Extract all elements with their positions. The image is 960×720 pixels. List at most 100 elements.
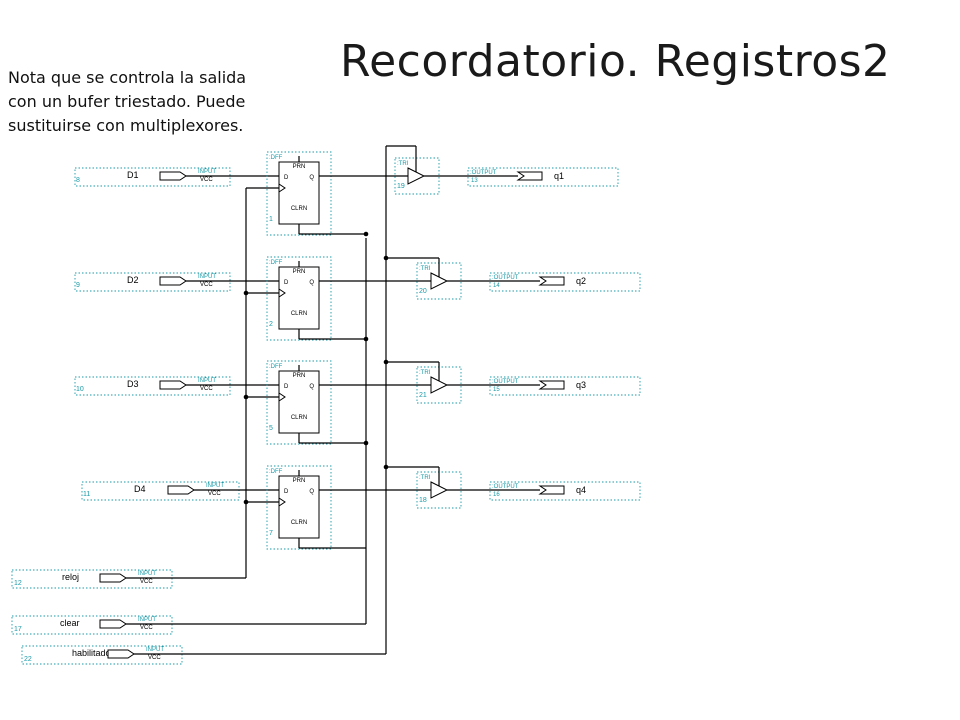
input-type-label: INPUT bbox=[206, 483, 224, 489]
input-pin-symbol bbox=[159, 276, 187, 286]
control-pin-symbol bbox=[99, 619, 127, 629]
dff-q-label: Q bbox=[309, 175, 314, 181]
dff-type-label: :DFF bbox=[269, 469, 283, 475]
tri-outline bbox=[394, 157, 440, 195]
input-pin-box bbox=[81, 481, 240, 501]
dff-instance-id: 2 bbox=[269, 321, 273, 328]
output-name-label: q4 bbox=[576, 485, 586, 495]
dff-instance-id: 1 bbox=[269, 216, 273, 223]
dff-q-label: Q bbox=[309, 384, 314, 390]
input-pin-symbol bbox=[159, 380, 187, 390]
control-pin-number: 12 bbox=[14, 580, 22, 587]
dff-type-label: :DFF bbox=[269, 260, 283, 266]
dff-d-label: D bbox=[284, 384, 289, 390]
clock-triangle bbox=[278, 497, 286, 507]
junction-dot bbox=[363, 231, 369, 237]
input-name-label: D2 bbox=[127, 275, 139, 285]
dff-clrn-label: CLRN bbox=[291, 415, 307, 421]
dff-outline bbox=[266, 465, 332, 550]
output-name-label: q2 bbox=[576, 276, 586, 286]
dff-type-label: :DFF bbox=[269, 155, 283, 161]
dff-instance-id: 7 bbox=[269, 530, 273, 537]
clock-triangle bbox=[278, 392, 286, 402]
tri-instance-id: 19 bbox=[397, 183, 405, 190]
dff-instance-id: 5 bbox=[269, 425, 273, 432]
dff-d-label: D bbox=[284, 175, 289, 181]
tri-type-label: :TRI bbox=[419, 370, 431, 376]
control-pin-symbol bbox=[107, 649, 135, 659]
output-type-label: :OUTPUT bbox=[492, 275, 519, 281]
vcc-label: VCC bbox=[140, 579, 153, 585]
input-type-label: INPUT bbox=[198, 274, 216, 280]
control-pin-box bbox=[21, 645, 183, 665]
dff-clrn-label: CLRN bbox=[291, 206, 307, 212]
output-pin-box bbox=[467, 167, 619, 187]
output-pin-box bbox=[489, 272, 641, 292]
output-type-label: :OUTPUT bbox=[492, 379, 519, 385]
output-pin-symbol bbox=[538, 380, 565, 390]
tri-instance-id: 20 bbox=[419, 288, 427, 295]
dff-body bbox=[278, 370, 320, 434]
output-pin-box bbox=[489, 376, 641, 396]
output-pin-symbol bbox=[538, 485, 565, 495]
dff-outline bbox=[266, 256, 332, 341]
vcc-label: VCC bbox=[200, 282, 213, 288]
tri-type-label: :TRI bbox=[419, 475, 431, 481]
input-pin-box bbox=[74, 167, 231, 187]
input-name-label: D4 bbox=[134, 484, 146, 494]
dff-prn-label: PRN bbox=[293, 373, 306, 379]
dff-outline bbox=[266, 360, 332, 445]
clock-triangle bbox=[278, 183, 286, 193]
dff-prn-label: PRN bbox=[293, 478, 306, 484]
output-pin-box bbox=[489, 481, 641, 501]
dff-q-label: Q bbox=[309, 280, 314, 286]
tri-type-label: :TRI bbox=[397, 161, 409, 167]
output-pin-number: 14 bbox=[493, 283, 500, 289]
slide-title: Recordatorio. Registros2 bbox=[340, 36, 891, 87]
dff-body bbox=[278, 266, 320, 330]
vcc-label: VCC bbox=[208, 491, 221, 497]
control-name-label: habilitador bbox=[72, 648, 114, 658]
control-name-label: reloj bbox=[62, 572, 79, 582]
dff-prn-label: PRN bbox=[293, 164, 306, 170]
output-pin-number: 13 bbox=[471, 178, 478, 184]
output-pin-number: 15 bbox=[493, 387, 500, 393]
dff-clrn-label: CLRN bbox=[291, 520, 307, 526]
dff-d-label: D bbox=[284, 280, 289, 286]
note-text: Nota que se controla la salida con un bu… bbox=[8, 66, 308, 138]
input-name-label: D1 bbox=[127, 170, 139, 180]
dff-type-label: :DFF bbox=[269, 364, 283, 370]
output-name-label: q1 bbox=[554, 171, 564, 181]
input-type-label: INPUT bbox=[198, 169, 216, 175]
output-pin-symbol bbox=[516, 171, 543, 181]
input-pin-number: 8 bbox=[76, 177, 80, 184]
clock-triangle bbox=[278, 288, 286, 298]
input-type-label: INPUT bbox=[198, 378, 216, 384]
input-pin-box bbox=[74, 376, 231, 396]
input-pin-number: 9 bbox=[76, 282, 80, 289]
dff-d-label: D bbox=[284, 489, 289, 495]
dff-prn-label: PRN bbox=[293, 269, 306, 275]
input-pin-symbol bbox=[167, 485, 195, 495]
input-pin-number: 10 bbox=[76, 386, 84, 393]
note-line: con un bufer triestado. Puede bbox=[8, 92, 246, 111]
note-line: Nota que se controla la salida bbox=[8, 68, 247, 87]
output-pin-number: 16 bbox=[493, 492, 500, 498]
dff-body bbox=[278, 161, 320, 225]
output-type-label: :OUTPUT bbox=[470, 170, 497, 176]
control-pin-number: 22 bbox=[24, 656, 32, 663]
dff-body bbox=[278, 475, 320, 539]
input-type-label: INPUT bbox=[138, 571, 156, 577]
dff-clrn-label: CLRN bbox=[291, 311, 307, 317]
input-pin-box bbox=[74, 272, 231, 292]
dff-q-label: Q bbox=[309, 489, 314, 495]
output-pin-symbol bbox=[538, 276, 565, 286]
output-name-label: q3 bbox=[576, 380, 586, 390]
input-type-label: INPUT bbox=[146, 647, 164, 653]
tri-instance-id: 21 bbox=[419, 392, 427, 399]
vcc-label: VCC bbox=[200, 177, 213, 183]
input-pin-symbol bbox=[159, 171, 187, 181]
vcc-label: VCC bbox=[140, 625, 153, 631]
input-type-label: INPUT bbox=[138, 617, 156, 623]
